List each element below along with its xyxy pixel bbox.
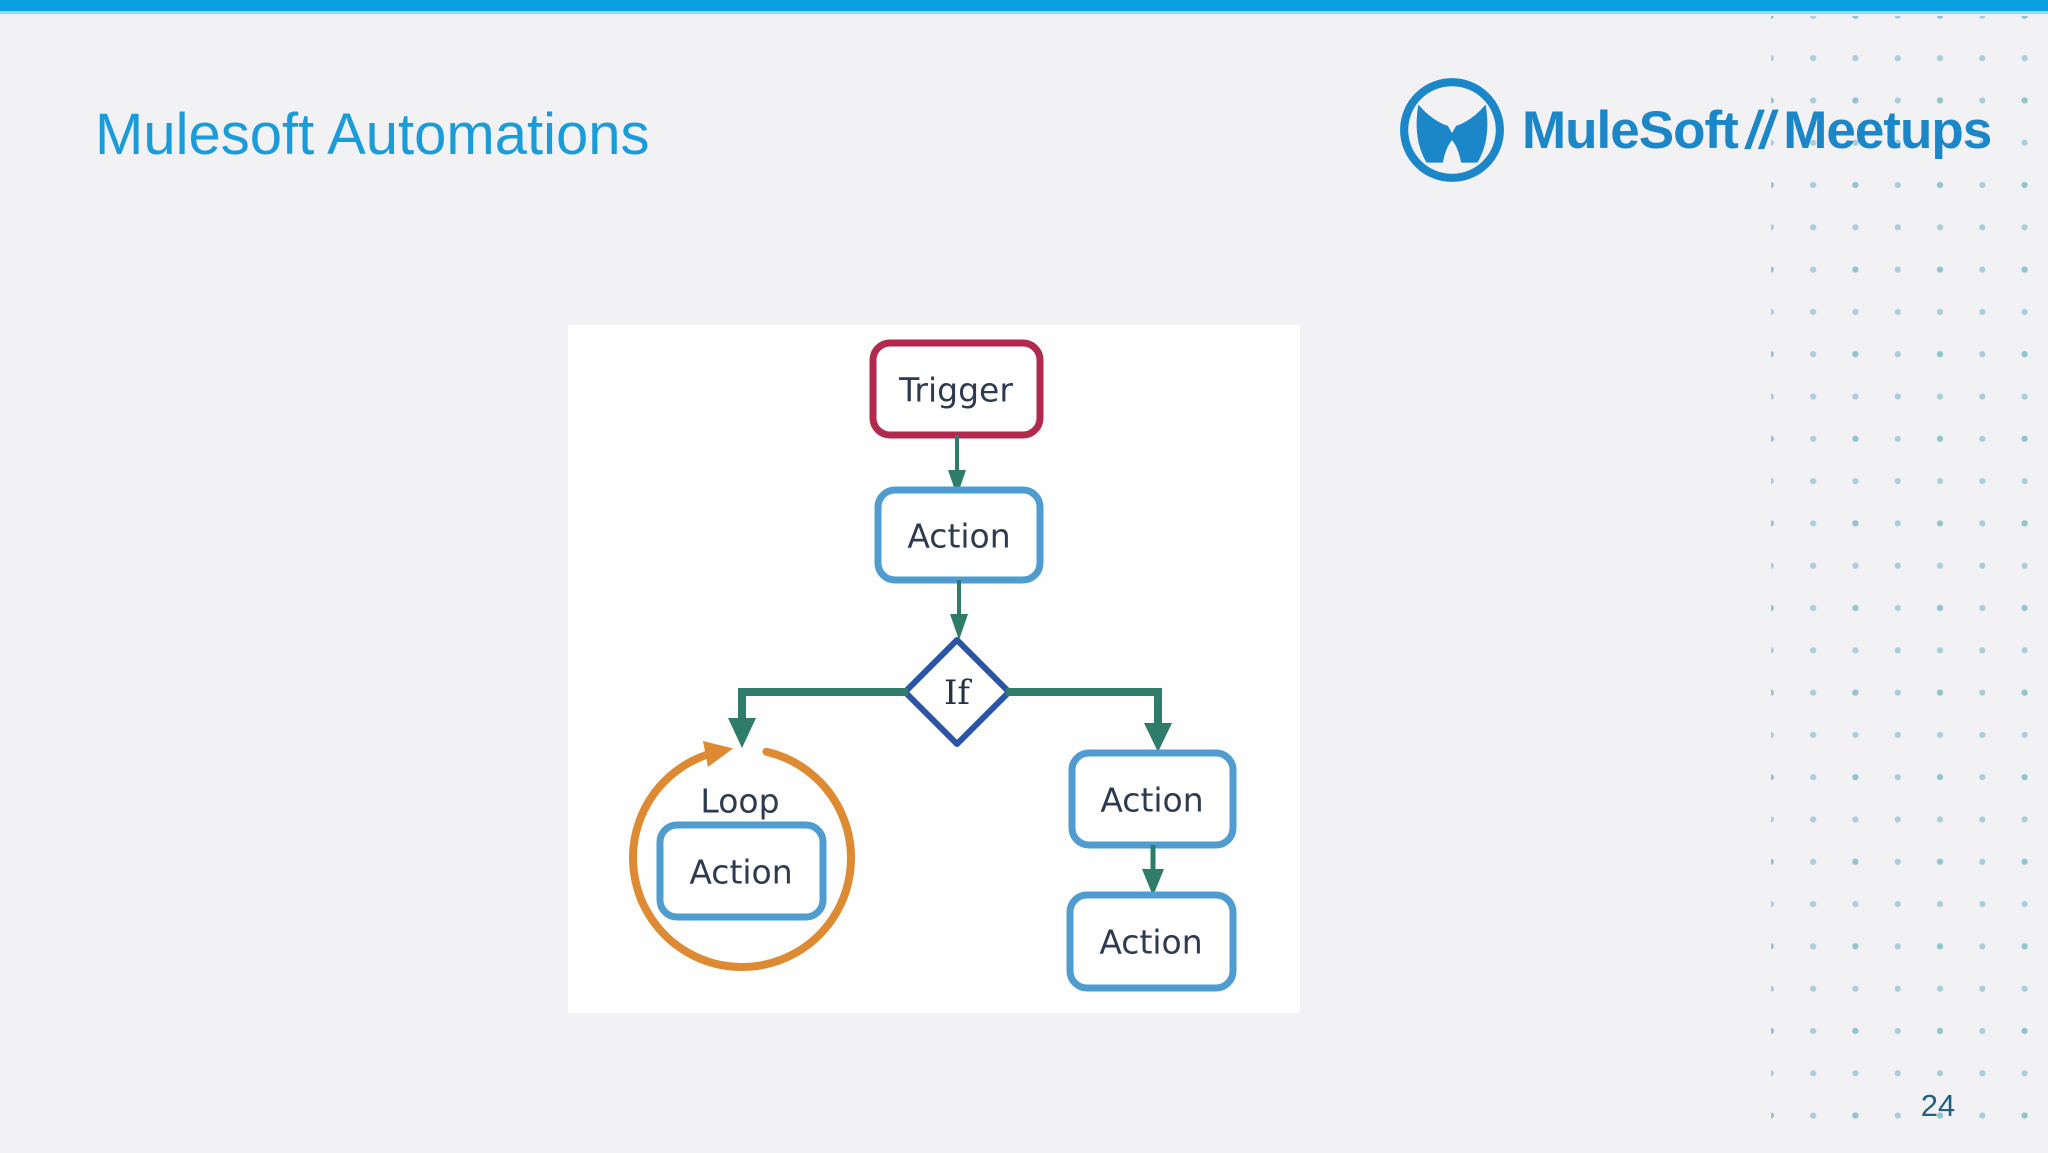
flow-node-loop-action-box (656, 821, 827, 921)
flowchart-panel: Trigger Action If (568, 325, 1300, 1013)
flow-node-loop-action-label: Action (689, 853, 792, 892)
connector-if-to-action (1006, 688, 1172, 752)
loop-arrowhead-icon (703, 741, 733, 767)
top-accent-bar-edge-light (0, 14, 2048, 16)
slide-title: Mulesoft Automations (95, 102, 650, 167)
mulesoft-m-icon (1400, 78, 1504, 182)
page-number: 24 (1920, 1088, 1956, 1123)
flow-node-if: If (902, 637, 1012, 747)
flow-node-action-1: Action (874, 486, 1044, 584)
logo-program-text: Meetups (1783, 100, 1992, 160)
connector-if-to-loop (728, 688, 908, 748)
connector-action-to-action (1142, 845, 1164, 896)
mulesoft-meetups-logo: MuleSoft // Meetups (1396, 74, 1992, 186)
loop-circle (629, 747, 855, 972)
flow-node-action-3: Action (1066, 891, 1237, 992)
connector-action-to-if (950, 580, 968, 640)
logo-brand-text: MuleSoft (1522, 100, 1739, 160)
connector-trigger-to-action (948, 435, 966, 496)
flow-node-loop-label: Loop (700, 782, 779, 821)
flow-node-loop: Loop Action (629, 741, 855, 972)
flow-node-action-3-label: Action (1099, 923, 1202, 962)
top-accent-bar (0, 0, 2048, 11)
logo-slashes: // (1741, 100, 1780, 160)
flow-node-action-2-label: Action (1100, 781, 1203, 820)
flowchart-svg: Trigger Action If (629, 339, 1237, 992)
dot-grid-decoration (1771, 16, 2048, 1153)
flow-node-trigger: Trigger (869, 339, 1044, 439)
flow-node-action-2: Action (1068, 749, 1237, 849)
top-accent-bar-edge (0, 11, 2048, 14)
flow-node-if-label: If (944, 673, 972, 713)
flow-node-trigger-label: Trigger (898, 371, 1013, 410)
flow-node-action-1-label: Action (907, 517, 1010, 556)
